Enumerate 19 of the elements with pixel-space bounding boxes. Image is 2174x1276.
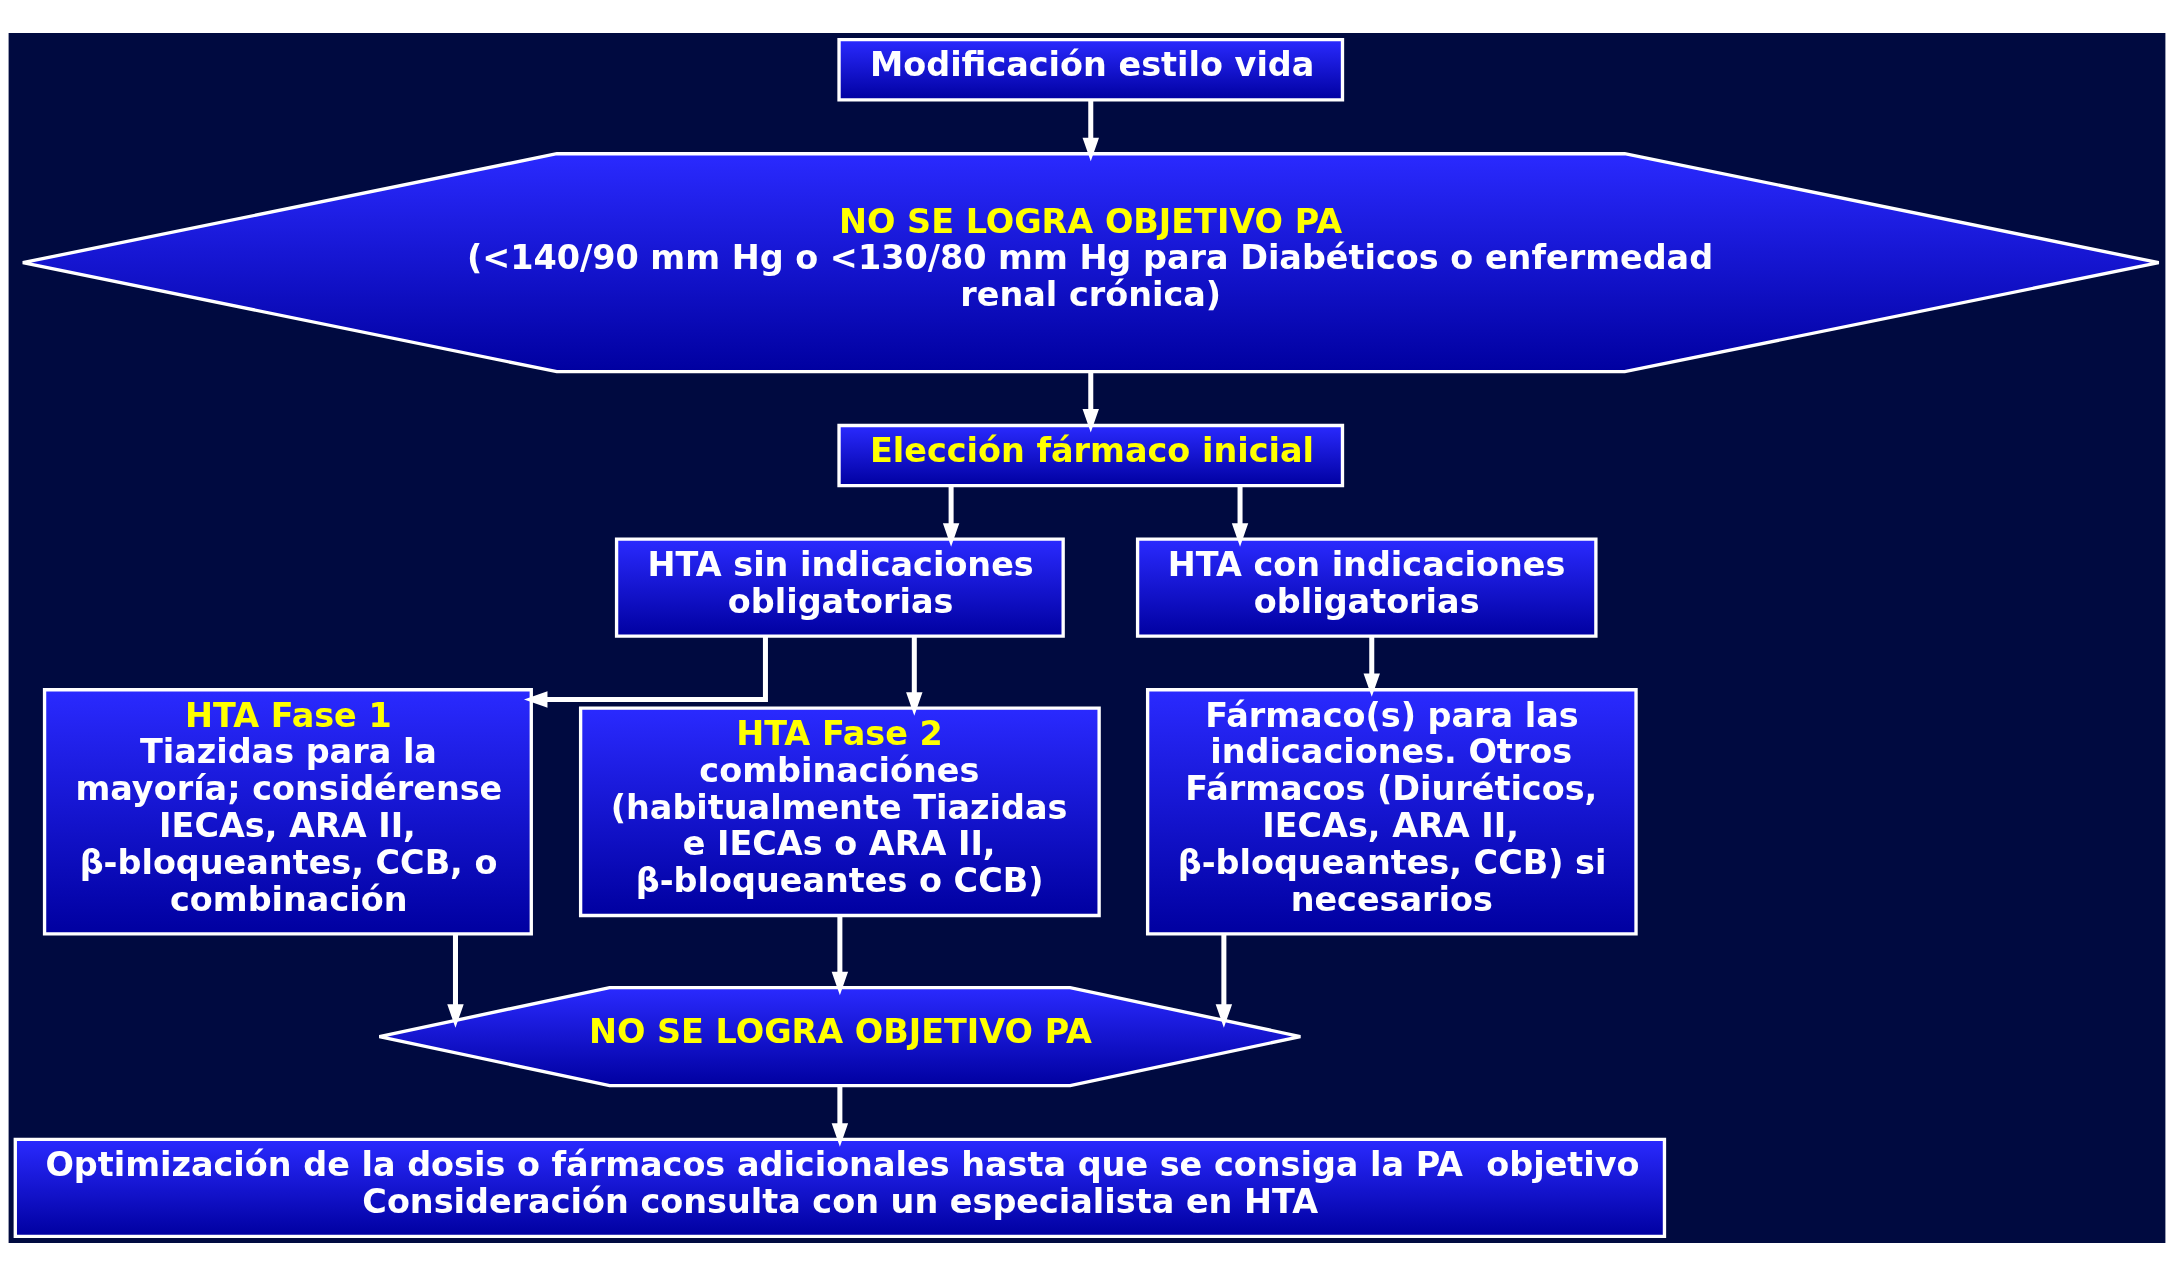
node-box: HTA Fase 1 Tiazidas para la mayoría; considérense IECAs, ARA II, β-bloqueantes, CCB, o combinación xyxy=(42,688,533,936)
node-box: HTA sin indicaciones obligatorias xyxy=(614,537,1065,638)
arrow xyxy=(1363,636,1380,697)
node-box: Modificación estilo vida xyxy=(837,38,1345,102)
node-box: HTA Fase 2 combinaciónes (habitualmente Tiazidas e IECAs o ARA II, β-bloqueantes o CCB) xyxy=(578,706,1101,918)
arrow xyxy=(906,636,923,716)
arrow xyxy=(523,636,768,708)
node-box: Elección fármaco inicial xyxy=(837,423,1345,488)
arrow xyxy=(1231,486,1249,547)
arrow xyxy=(1082,372,1099,433)
arrow xyxy=(1082,99,1099,162)
arrow xyxy=(831,1086,849,1147)
arrow xyxy=(942,486,960,547)
arrow xyxy=(1215,934,1233,1028)
arrow xyxy=(447,934,464,1028)
node-box: HTA con indicaciones obligatorias xyxy=(1135,537,1598,638)
node-box: Optimización de la dosis o fármacos adicionales hasta que se consiga la PA objetivo Consideración consulta con un especialista en HTA xyxy=(13,1137,1667,1238)
arrow xyxy=(831,915,849,996)
node-box: Fármaco(s) para las indicaciones. Otros Fármacos (Diuréticos, IECAs, ARA II, β-bloqueantes, CCB) si necesarios xyxy=(1145,688,1638,936)
